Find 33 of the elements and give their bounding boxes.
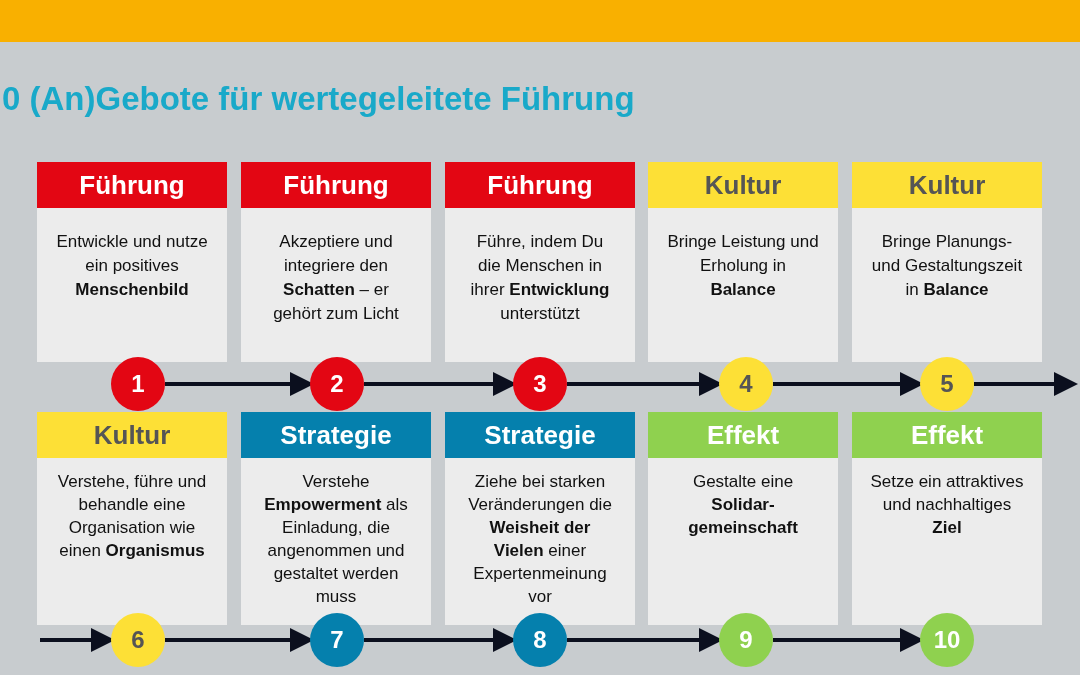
title: 0 (An)Gebote für wertegeleitete Führung — [2, 79, 635, 119]
card-text: Bringe Leistung und Erholung in Balance — [666, 231, 820, 301]
category-header: Kultur — [852, 162, 1042, 208]
step-card — [648, 162, 838, 362]
category-header: Führung — [241, 162, 431, 208]
category-header: Kultur — [648, 162, 838, 208]
card-text: Gestalte eine Solidar- gemeinschaft — [687, 471, 799, 539]
arrow — [974, 372, 1078, 396]
category-header: Strategie — [445, 412, 635, 458]
top-banner — [0, 0, 1080, 42]
card-text: Führe, indem Du die Menschen in ihrer Entwicklung unterstützt — [469, 231, 611, 325]
category-header: Kultur — [37, 412, 227, 458]
step-card — [852, 162, 1042, 362]
step-card — [648, 412, 838, 625]
card-text: Bringe Planungs- und Gestaltungszeit in Balance — [870, 231, 1024, 301]
step-card — [241, 412, 431, 625]
category-header: Führung — [37, 162, 227, 208]
step-card — [37, 412, 227, 625]
step-card — [445, 412, 635, 625]
step-card — [37, 162, 227, 362]
category-header: Effekt — [648, 412, 838, 458]
card-text: Ziehe bei starken Veränderungen die Weisheit der Vielen einer Expertenmeinung vor — [467, 471, 613, 608]
step-card — [445, 162, 635, 362]
step-card — [852, 412, 1042, 625]
category-header: Effekt — [852, 412, 1042, 458]
category-header: Führung — [445, 162, 635, 208]
card-text: Verstehe, führe und behandle eine Organisation wie einen Organismus — [56, 471, 208, 562]
card-text: Setze ein attraktives und nachhaltiges Ziel — [870, 471, 1024, 539]
card-text: Verstehe Empowerment als Einladung, die angenommen und gestaltet werden muss — [263, 471, 409, 608]
card-text: Akzeptiere und integriere den Schatten – er gehört zum Licht — [272, 231, 400, 325]
card-text: Entwickle und nutze ein positives Menschenbild — [55, 231, 209, 301]
category-header: Strategie — [241, 412, 431, 458]
step-card — [241, 162, 431, 362]
